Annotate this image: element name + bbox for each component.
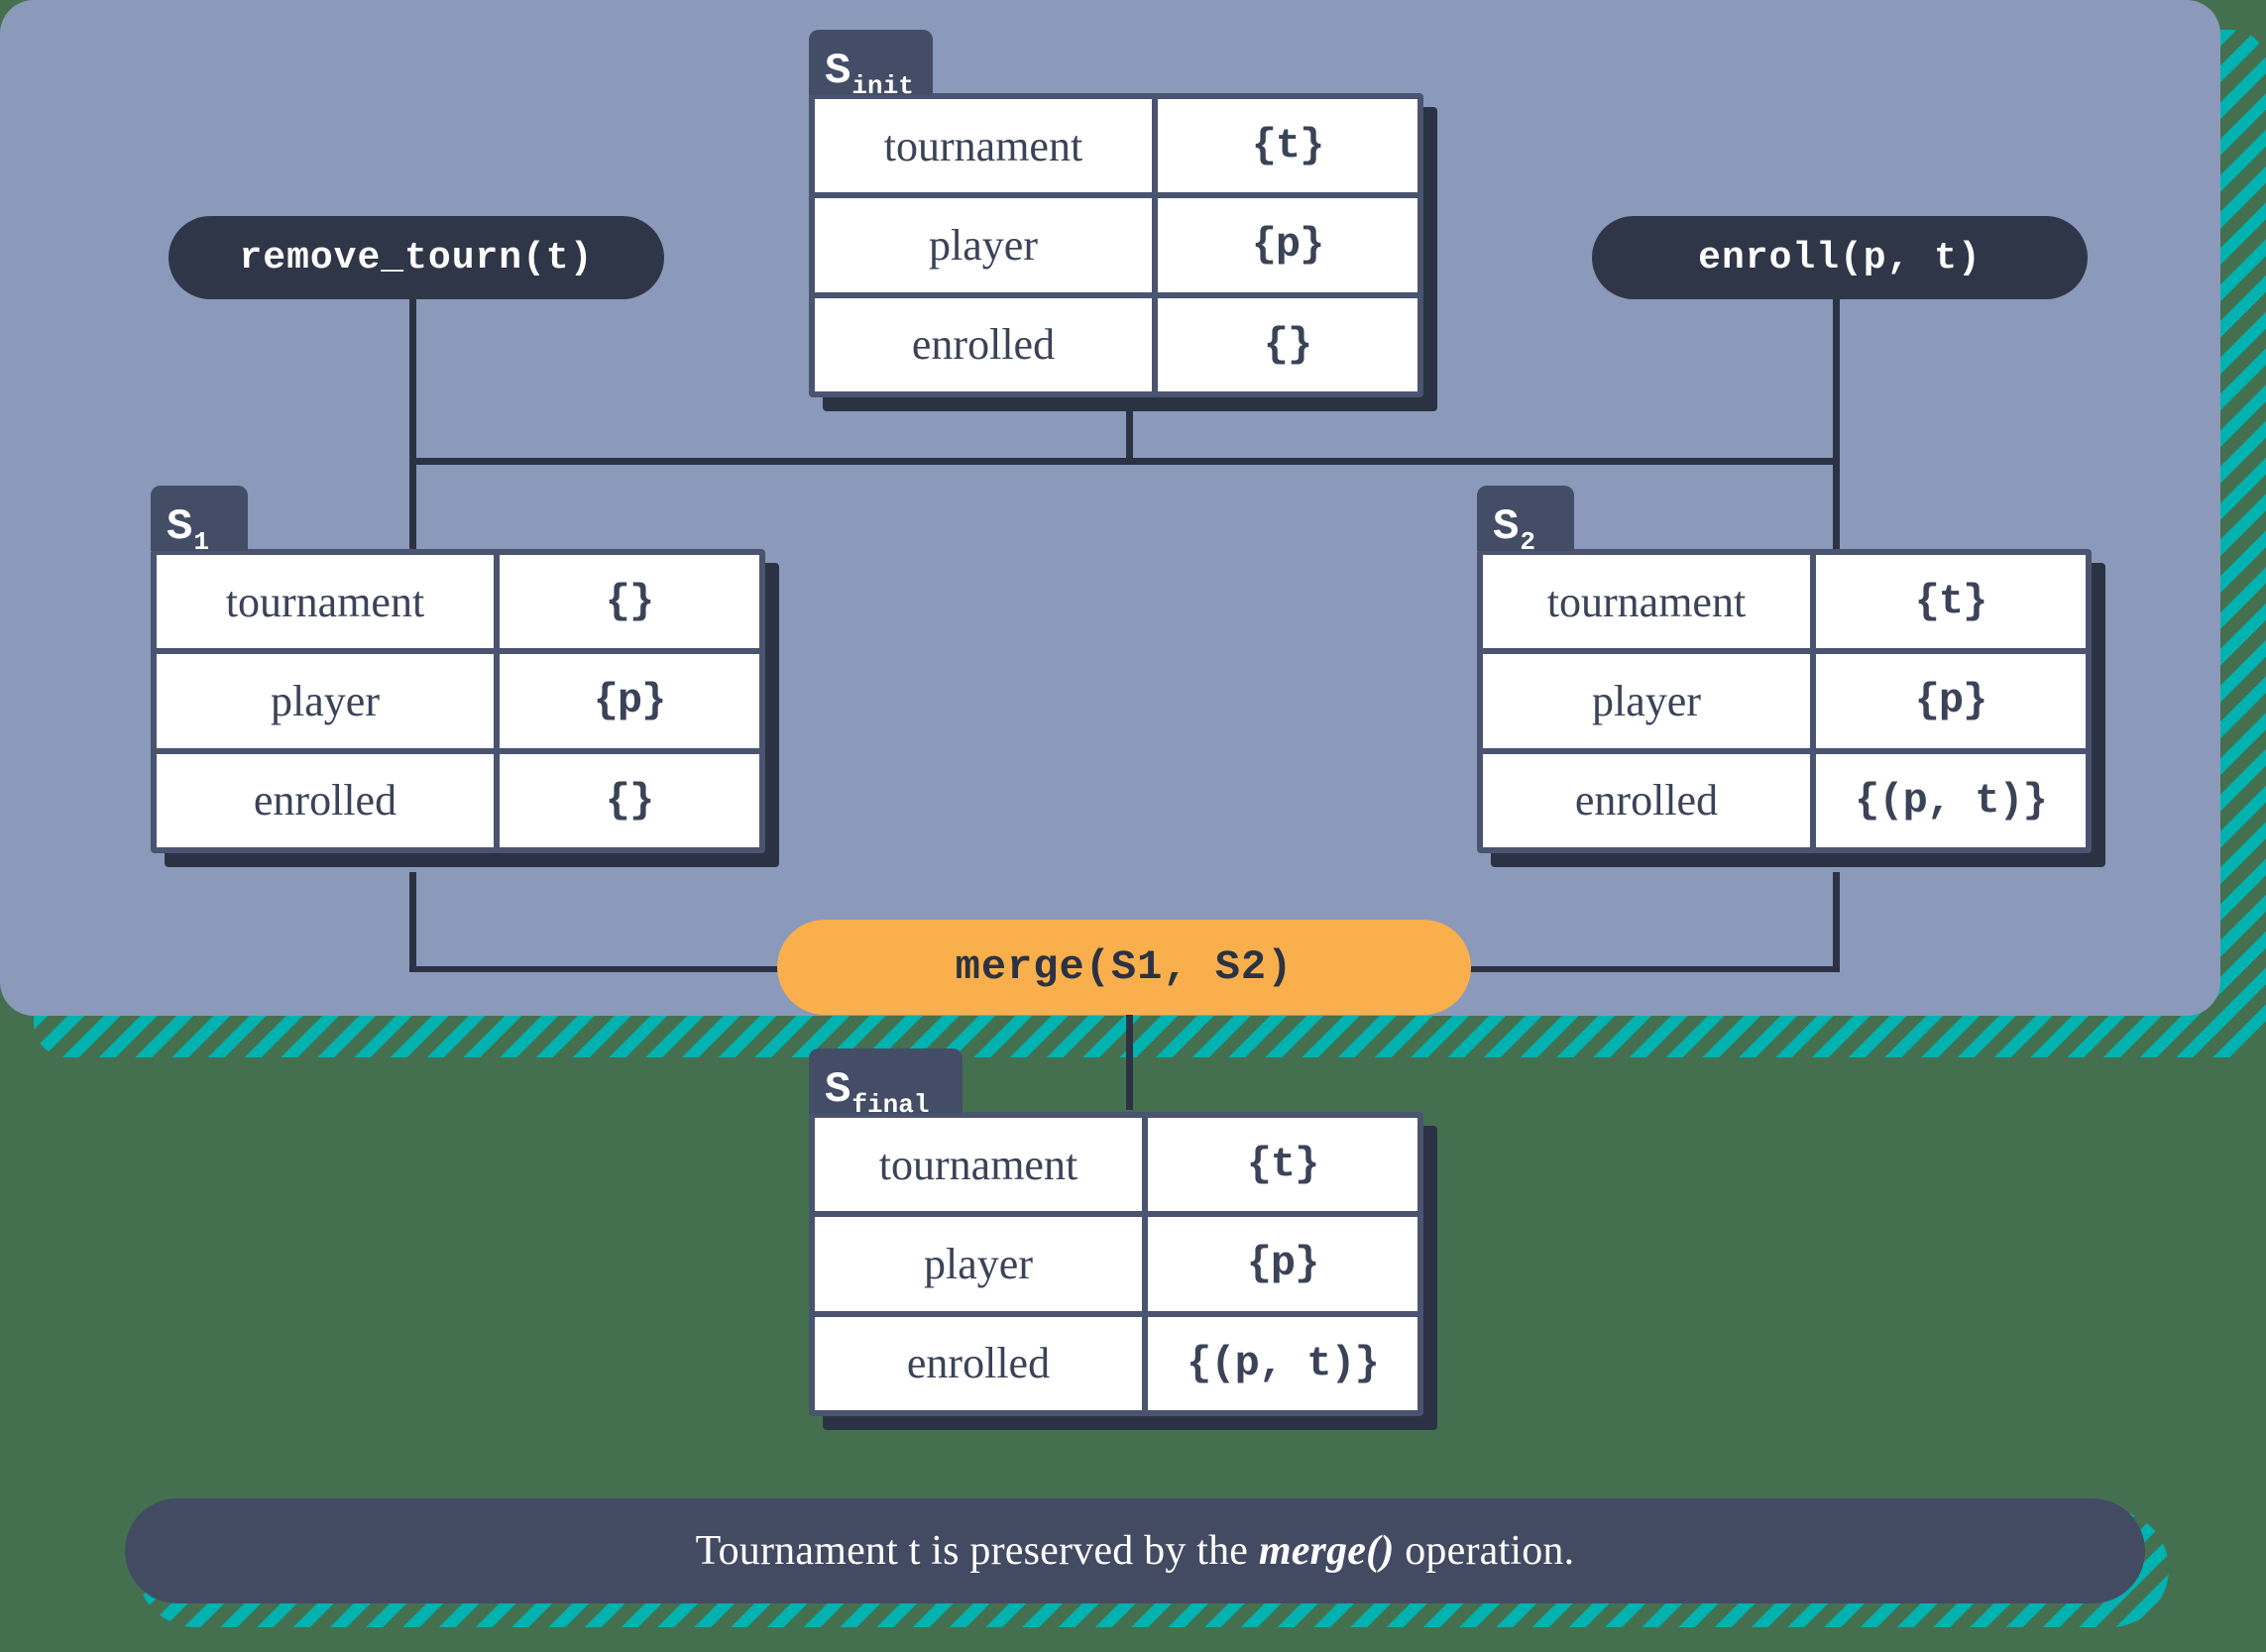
row-value: {p} (500, 654, 759, 748)
row-value: {p} (1816, 654, 2086, 748)
table-row: player {p} (815, 198, 1417, 292)
connector-right-up (1833, 260, 1840, 461)
state-tab-symbol: S (825, 47, 851, 96)
state-tab-s-2: S 2 (1477, 486, 1574, 555)
row-key: tournament (815, 1118, 1142, 1212)
connector-bus-horizontal (409, 458, 1840, 465)
row-value: {p} (1148, 1217, 1417, 1311)
row-key: tournament (1483, 555, 1810, 649)
row-key: player (815, 1217, 1142, 1311)
connector-merge-left (409, 966, 806, 972)
row-key: enrolled (815, 1316, 1142, 1410)
row-value: {t} (1158, 99, 1417, 193)
connector-left-up (409, 260, 416, 461)
row-value: {} (1158, 297, 1417, 391)
table-row: enrolled {} (157, 753, 759, 847)
state-tab-s-final: S final (809, 1048, 963, 1118)
state-table-s-init: tournament {t} player {p} enrolled {} (809, 93, 1423, 397)
state-table-s-1: tournament {} player {p} enrolled {} (151, 549, 765, 853)
state-tab-s-1: S 1 (151, 486, 248, 555)
table-row: enrolled {(p, t)} (1483, 753, 2086, 847)
state-card-s-2: S 2 tournament {t} player {p} enrolled {… (1477, 486, 2105, 867)
state-table-s-final: tournament {t} player {p} enrolled {(p, … (809, 1112, 1423, 1416)
row-value: {} (500, 555, 759, 649)
table-row: tournament {t} (1483, 555, 2086, 649)
caption-text: Tournament t is preserved by the merge()… (696, 1527, 1575, 1575)
connector-s2-down (1833, 872, 1840, 971)
caption-emphasis: merge() (1258, 1528, 1395, 1574)
merge-label: merge(S1, S2) (955, 943, 1294, 991)
merge-operation-button[interactable]: merge(S1, S2) (777, 920, 1471, 1015)
state-tab-s-init: S init (809, 30, 933, 99)
enroll-label: enroll(p, t) (1698, 236, 1982, 279)
remove-tourn-operation-button[interactable]: remove_tourn(t) (169, 216, 664, 299)
row-value: {} (500, 753, 759, 847)
row-key: tournament (815, 99, 1152, 193)
state-tab-subscript: final (851, 1090, 930, 1120)
row-key: player (815, 198, 1152, 292)
table-row: player {p} (157, 654, 759, 748)
row-value: {t} (1148, 1118, 1417, 1212)
row-value: {p} (1158, 198, 1417, 292)
connector-merge-right (1453, 966, 1840, 972)
connector-s1-down (409, 872, 416, 971)
row-key: player (157, 654, 494, 748)
table-row: tournament {t} (815, 99, 1417, 193)
row-value: {t} (1816, 555, 2086, 649)
table-row: tournament {t} (815, 1118, 1417, 1212)
row-key: player (1483, 654, 1810, 748)
connector-merge-down (1126, 1013, 1133, 1110)
table-row: tournament {} (157, 555, 759, 649)
state-tab-symbol: S (1493, 502, 1520, 552)
state-tab-subscript: init (851, 71, 914, 101)
state-card-s-final: S final tournament {t} player {p} enroll… (809, 1048, 1437, 1430)
row-key: enrolled (815, 297, 1152, 391)
state-card-s-1: S 1 tournament {} player {p} enrolled {} (151, 486, 779, 867)
table-row: enrolled {(p, t)} (815, 1316, 1417, 1410)
table-row: enrolled {} (815, 297, 1417, 391)
caption-tail: operation. (1394, 1528, 1575, 1574)
connector-sinit-down (1126, 409, 1133, 464)
row-key: enrolled (157, 753, 494, 847)
enroll-operation-button[interactable]: enroll(p, t) (1592, 216, 2088, 299)
row-key: tournament (157, 555, 494, 649)
diagram-panel: remove_tourn(t) enroll(p, t) merge(S1, S… (0, 0, 2220, 1430)
table-row: player {p} (815, 1217, 1417, 1311)
state-tab-symbol: S (167, 502, 193, 552)
state-tab-subscript: 2 (1520, 527, 1536, 557)
table-row: player {p} (1483, 654, 2086, 748)
remove-tourn-label: remove_tourn(t) (239, 236, 594, 279)
state-tab-subscript: 1 (193, 527, 210, 557)
caption-lead: Tournament t is preserved by the (695, 1528, 1259, 1574)
row-value: {(p, t)} (1816, 753, 2086, 847)
state-tab-symbol: S (825, 1065, 851, 1115)
connector-right-down (1833, 458, 1840, 567)
state-card-s-init: S init tournament {t} player {p} enrolle… (809, 30, 1437, 411)
connector-left-down (409, 458, 416, 567)
row-value: {(p, t)} (1148, 1316, 1417, 1410)
state-table-s-2: tournament {t} player {p} enrolled {(p, … (1477, 549, 2092, 853)
row-key: enrolled (1483, 753, 1810, 847)
caption-bar: Tournament t is preserved by the merge()… (125, 1498, 2145, 1603)
